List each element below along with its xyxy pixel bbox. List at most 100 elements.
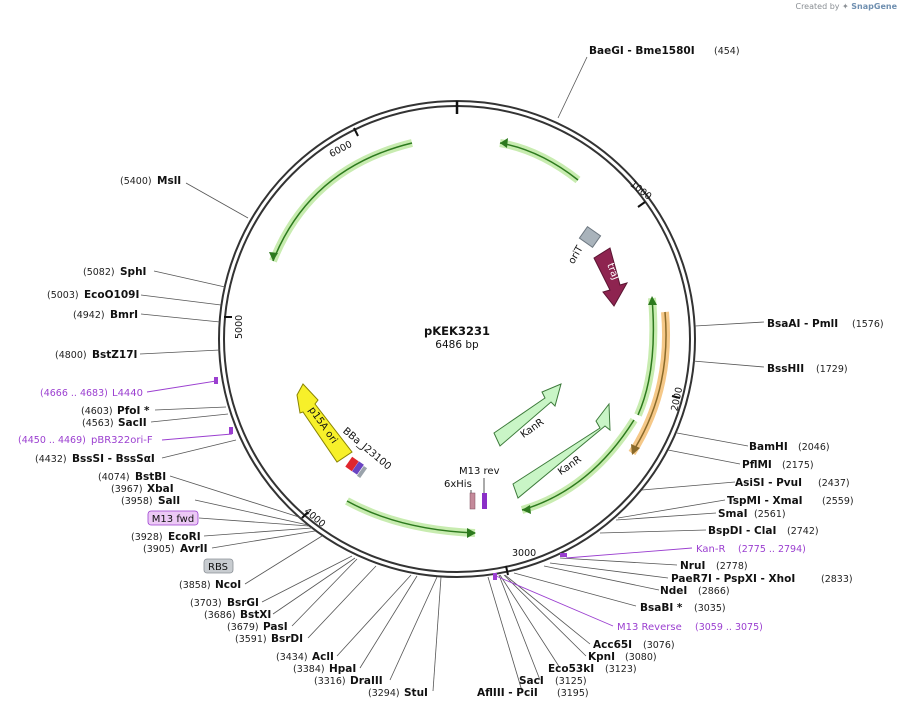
leader-line <box>513 572 637 607</box>
leader-line <box>549 562 669 579</box>
site-pos: (3928) <box>131 532 163 543</box>
6xhis-feature <box>469 492 476 510</box>
leader-line <box>185 182 249 219</box>
arrowhead-icon <box>269 252 278 261</box>
site-name: AflIII - PciI <box>477 687 538 699</box>
site-name: SalI <box>158 495 180 507</box>
site-pos: (2833) <box>821 574 853 585</box>
site-name: SacII <box>118 417 147 429</box>
site-name: BsaAI - PmlI <box>767 318 838 330</box>
feature-arc-bottom <box>345 497 476 537</box>
site-pos: (2866) <box>698 586 730 597</box>
kanr-feature-1 <box>493 383 562 447</box>
m13-fwd-box <box>147 510 199 526</box>
leader-line <box>499 574 561 669</box>
feature-arc-bottom-line <box>346 500 476 534</box>
6xhis-label: 6xHis <box>444 479 472 490</box>
primer-name: Kan-R <box>696 544 725 555</box>
site-name: BsrDI <box>271 633 303 645</box>
site-pos: (3958) <box>121 496 153 507</box>
site-pos: (4432) <box>35 454 67 465</box>
tick-mark <box>637 201 646 208</box>
primer-mark-l4440 <box>214 377 218 384</box>
snapgene-watermark: Created by ✦ SnapGene <box>795 2 897 11</box>
leader-line <box>504 574 591 645</box>
leader-line <box>615 512 717 521</box>
feature-arc-lower-right-line <box>521 419 635 511</box>
leader-line <box>307 565 377 639</box>
site-name: BaeGI - Bme1580I <box>589 45 695 57</box>
leader-line <box>244 535 323 585</box>
site-pos: (3080) <box>625 652 657 663</box>
leader-line <box>291 558 358 627</box>
leader-line <box>336 574 412 657</box>
site-name: PflMI <box>742 459 772 471</box>
site-pos: (3294) <box>368 688 400 699</box>
tick-mark <box>671 395 681 399</box>
feature-arc-top <box>499 139 581 184</box>
leader-line <box>161 439 237 459</box>
site-name: PfoI * <box>117 405 150 417</box>
site-pos: (1576) <box>852 319 884 330</box>
site-name: PaeR7I - PspXI - XhoI <box>671 573 795 585</box>
site-name: HpaI <box>329 663 356 675</box>
tick-mark <box>505 565 509 576</box>
leader-line <box>198 517 310 527</box>
feature-arc-right <box>634 297 658 417</box>
primer-leader-lines <box>146 380 693 627</box>
leader-line <box>617 499 726 519</box>
site-name: BstXI <box>240 609 271 621</box>
site-pos: (2437) <box>818 478 850 489</box>
site-pos: (4074) <box>98 472 130 483</box>
site-name: BmrI <box>110 309 138 321</box>
site-pos: (3316) <box>314 676 346 687</box>
brand-created-by: Created by <box>795 2 840 11</box>
site-pos: (3967) <box>111 484 143 495</box>
leader-line <box>154 406 227 411</box>
site-pos: (3686) <box>204 610 236 621</box>
leader-line <box>389 576 438 681</box>
site-name: BssSI - BssSαI <box>72 453 155 465</box>
tick-mark <box>301 511 309 519</box>
site-pos: (2175) <box>782 460 814 471</box>
leader-line <box>692 360 765 368</box>
tick-label-5000: 5000 <box>234 315 245 339</box>
leader-line <box>153 270 226 288</box>
site-pos: (3434) <box>276 652 308 663</box>
site-name: KpnI <box>588 651 615 663</box>
site-name: MslI <box>157 175 181 187</box>
primer-mark-m13-reverse <box>493 573 497 580</box>
leader-line <box>694 321 765 327</box>
plasmid-name: pKEK3231 <box>424 324 490 338</box>
site-pos: (3035) <box>694 603 726 614</box>
leader-line <box>559 557 678 566</box>
leader-line <box>150 413 229 423</box>
rbs-feature <box>352 461 364 475</box>
site-name: AsiSI - PvuI <box>735 477 802 489</box>
site-name: XbaI <box>147 483 174 495</box>
arrowhead-icon <box>648 296 657 305</box>
leader-line <box>432 576 442 692</box>
feature-arc-right-line <box>637 297 655 416</box>
site-name: EcoRI <box>168 531 201 543</box>
leader-line <box>194 499 309 526</box>
tick-label-3000: 3000 <box>512 548 536 559</box>
primer-pos: (2775 .. 2794) <box>738 544 806 555</box>
oriT-feature <box>578 225 602 249</box>
site-pos: (3123) <box>605 664 637 675</box>
site-name: Acc65I <box>593 639 632 651</box>
site-pos: (3076) <box>643 640 675 651</box>
leader-line <box>503 574 587 657</box>
leader-line <box>543 565 660 591</box>
site-pos: (3679) <box>227 622 259 633</box>
m13-rev-site <box>482 493 487 509</box>
brand-name: SnapGene <box>851 2 897 11</box>
tick-label-4000: 4000 <box>302 506 328 530</box>
site-pos: (2778) <box>716 561 748 572</box>
rbs-label: RBS <box>208 562 228 573</box>
site-name: SacI <box>519 675 544 687</box>
site-name: NruI <box>680 560 705 572</box>
site-pos: (2559) <box>822 496 854 507</box>
primer-leader-pbr322ori-f <box>161 433 233 441</box>
m13-rev-label: M13 rev <box>459 466 500 477</box>
